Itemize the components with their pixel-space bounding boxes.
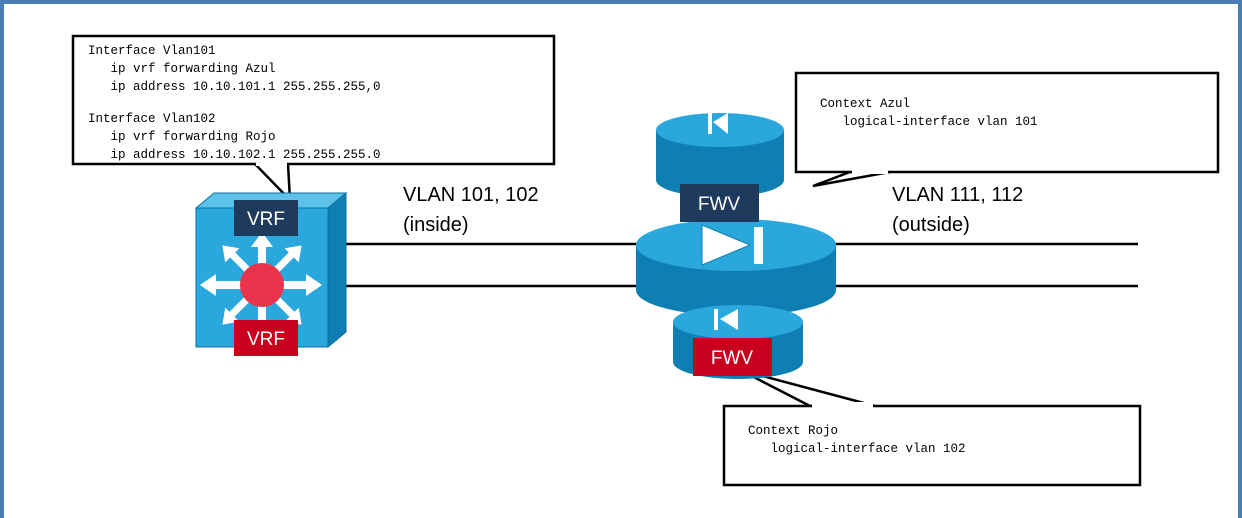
vrf-top-text: VRF xyxy=(247,209,285,230)
context-line: Context Rojo xyxy=(748,424,838,438)
config-line: ip address 10.10.102.1 255.255.255.0 xyxy=(88,148,381,162)
config-line: ip address 10.10.101.1 255.255.255,0 xyxy=(88,80,381,94)
config-line: ip vrf forwarding Rojo xyxy=(88,130,276,144)
context-azul-text: Context Azul logical-interface vlan 101 xyxy=(820,97,1038,129)
outside-label: VLAN 111, 112 (outside) xyxy=(892,184,1029,236)
outside-label-line1: VLAN 111, 112 xyxy=(892,184,1023,206)
inside-label: VLAN 101, 102 (inside) xyxy=(403,184,544,236)
context-rojo-callout: Context Rojo logical-interface vlan 102 xyxy=(722,368,1142,487)
callout-box xyxy=(722,404,1142,487)
fwv-label-top: FWV xyxy=(680,184,759,222)
context-line: logical-interface vlan 101 xyxy=(820,115,1038,129)
firewall-icon xyxy=(636,219,836,316)
config-line: Interface Vlan101 xyxy=(88,44,216,58)
router-dot xyxy=(240,263,284,307)
config-line: Interface Vlan102 xyxy=(88,112,216,126)
switch-config-callout: Interface Vlan101 ip vrf forwarding Azul… xyxy=(71,34,556,204)
inside-label-line1: VLAN 101, 102 xyxy=(403,184,539,206)
callout-pointer xyxy=(812,170,891,188)
fwv-bottom-text: FWV xyxy=(711,348,754,369)
config-line: ip vrf forwarding Azul xyxy=(88,62,276,76)
vrf-label-bottom: VRF xyxy=(234,320,298,356)
vrf-label-top: VRF xyxy=(234,200,298,236)
context-rojo-text: Context Rojo logical-interface vlan 102 xyxy=(748,424,966,456)
callout-box xyxy=(794,71,1220,174)
callout-box xyxy=(71,34,556,166)
switch-config-text: Interface Vlan101 ip vrf forwarding Azul… xyxy=(88,44,388,162)
context-line: Context Azul xyxy=(820,97,910,111)
inside-label-line2: (inside) xyxy=(403,214,469,236)
fwv-top-text: FWV xyxy=(698,194,741,215)
outside-label-line2: (outside) xyxy=(892,214,970,236)
links xyxy=(345,242,1138,288)
context-azul-callout: Context Azul logical-interface vlan 101 xyxy=(794,71,1220,188)
vrf-bottom-text: VRF xyxy=(247,329,285,350)
fwv-label-bottom: FWV xyxy=(693,338,772,376)
context-line: logical-interface vlan 102 xyxy=(748,442,966,456)
